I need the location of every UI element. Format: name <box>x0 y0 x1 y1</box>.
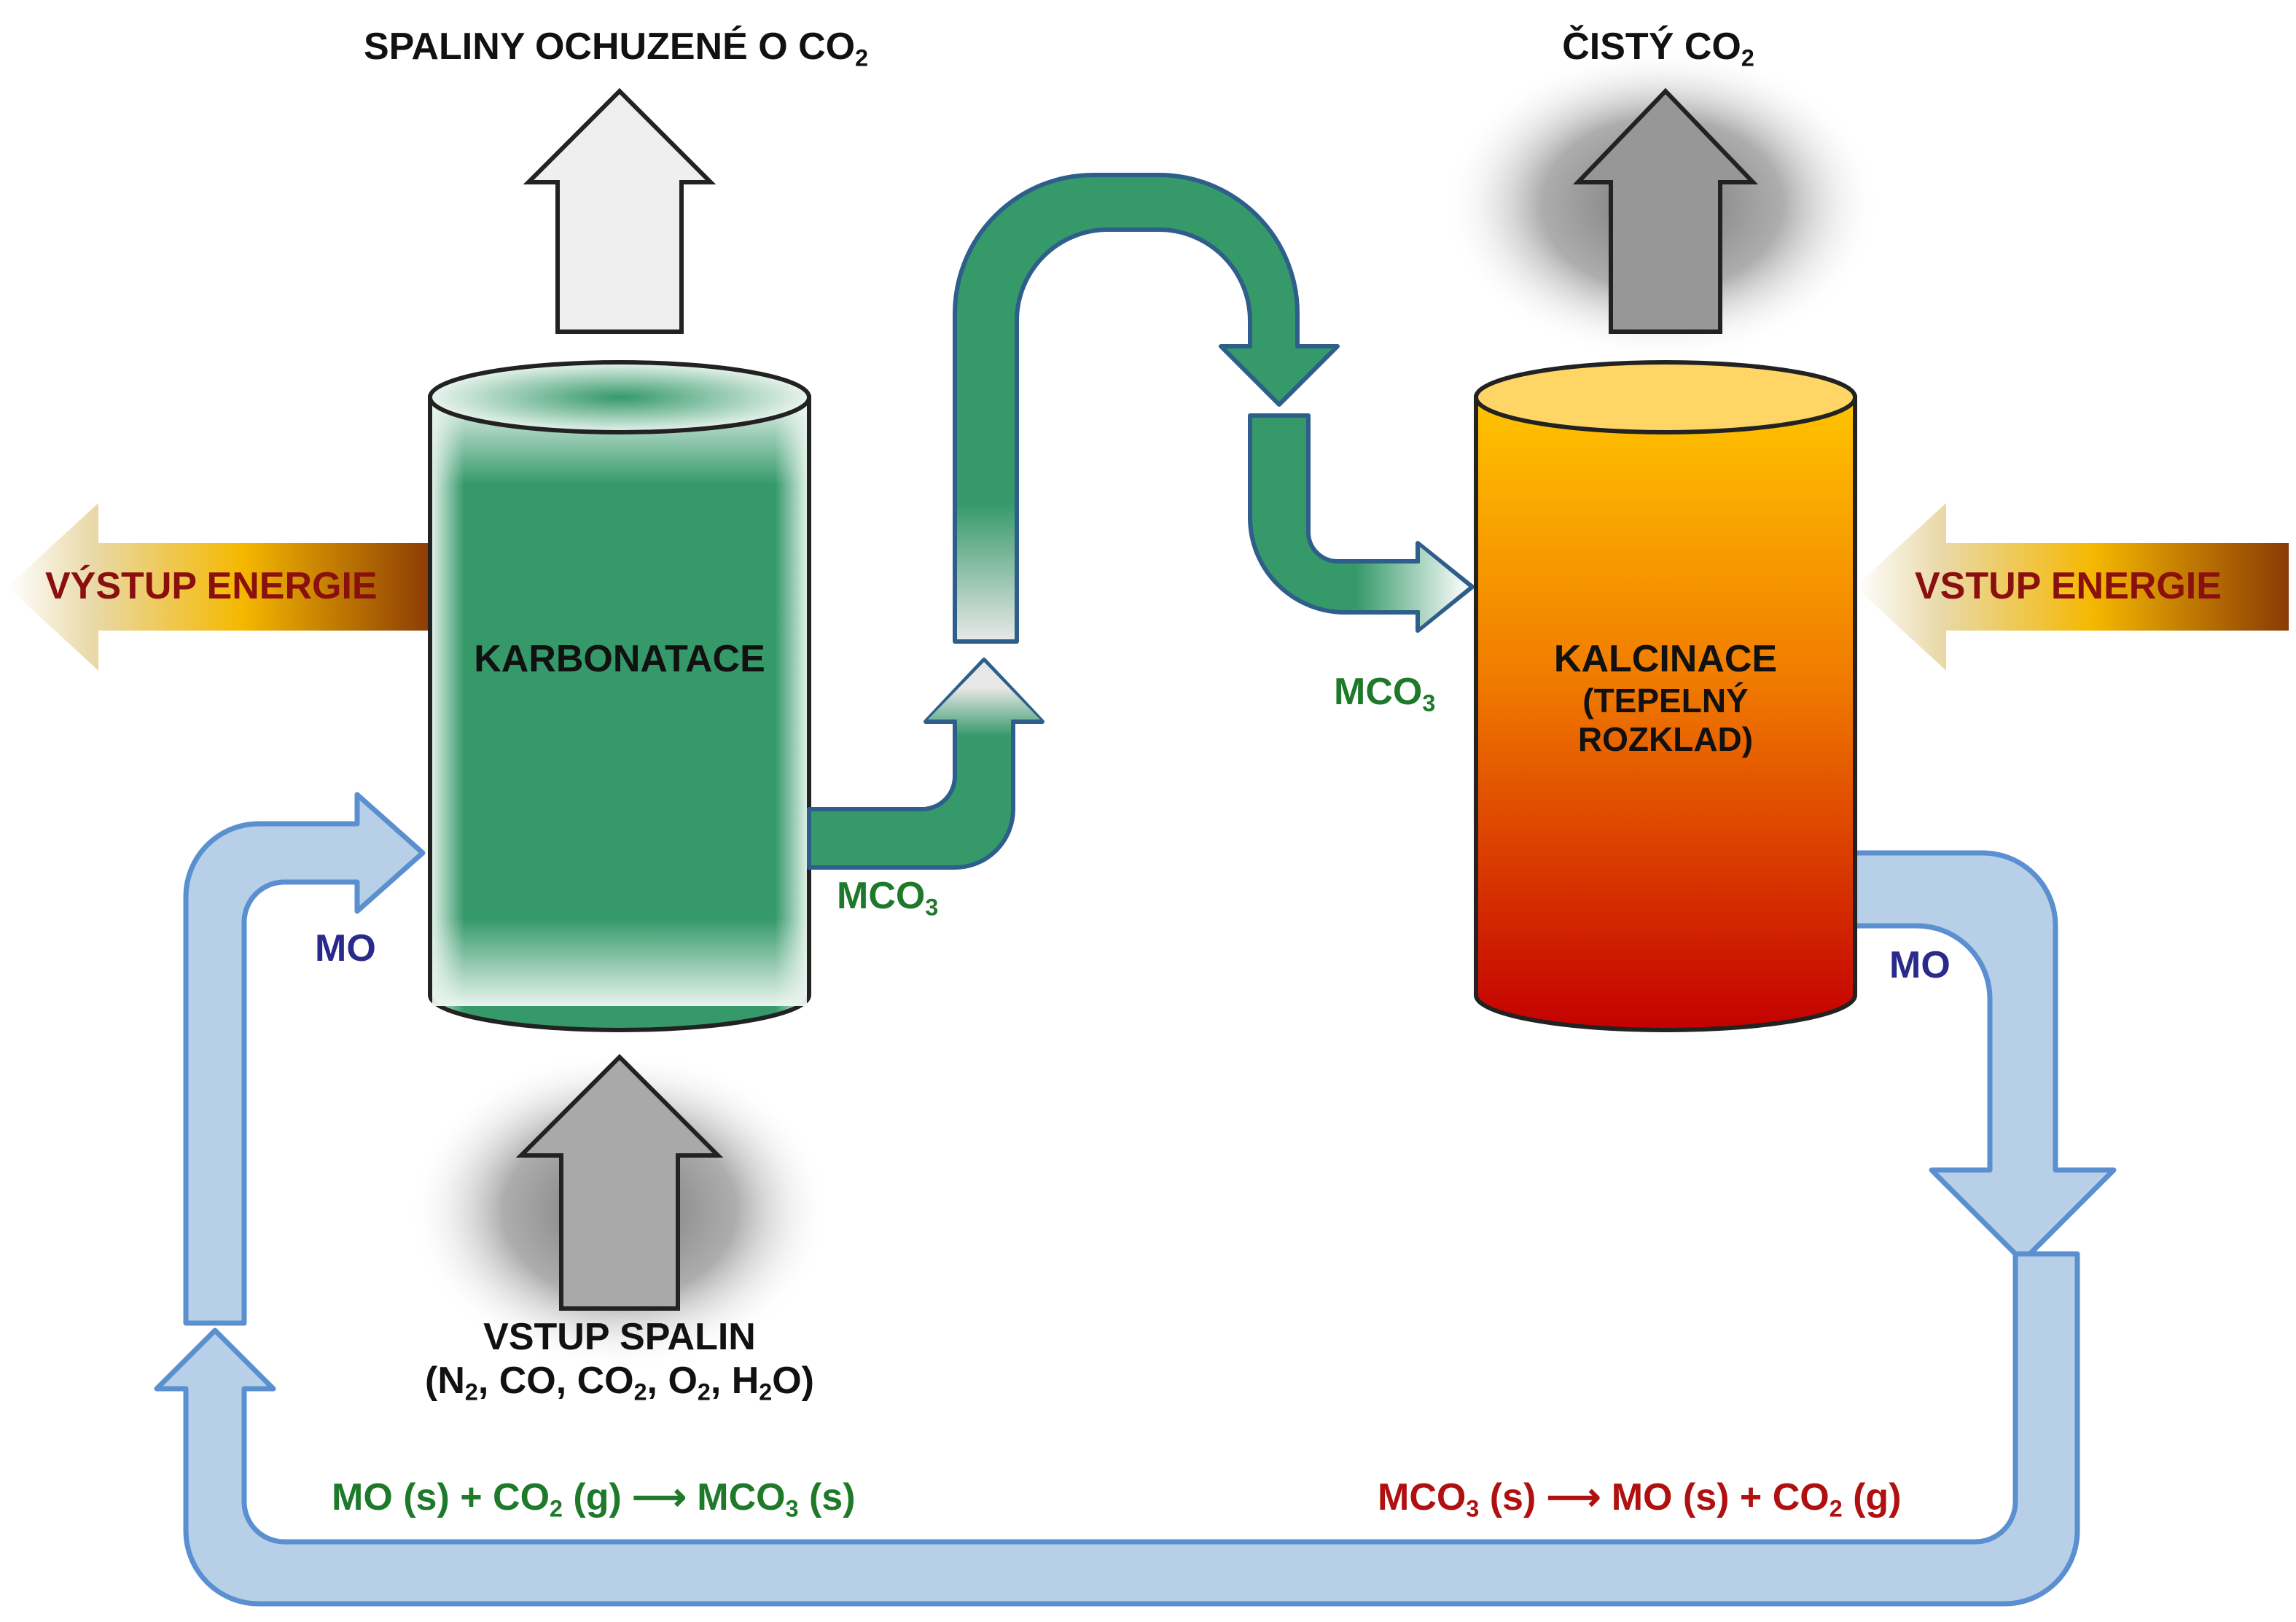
mco3-pipe-light-segment <box>957 503 1015 639</box>
depleted-flue-gas-arrow <box>523 87 716 334</box>
flue-gas-input-arrow <box>515 1053 724 1311</box>
calcination-body <box>1474 395 1857 1032</box>
energy-input-label: VSTUP ENERGIE <box>1915 565 2222 609</box>
energy-input-text: VSTUP ENERGIE <box>1915 565 2222 607</box>
mo-label-left: MO <box>315 927 376 971</box>
energy-output-text: VÝSTUP ENERGIE <box>45 565 378 607</box>
mco3-left-text: MCO <box>837 875 926 917</box>
depleted-flue-gas-subscript: 2 <box>855 44 869 71</box>
calcination-reactor <box>1474 360 1857 1032</box>
mco3-left-subscript: 3 <box>925 894 939 921</box>
mo-loop-left-riser <box>183 792 426 1326</box>
mco3-label-right: MCO3 <box>1334 671 1436 717</box>
mo-loop-bottom-pipe <box>1848 850 2117 1264</box>
calcination-subtitle-line1: (TEPELNÝ <box>1582 681 1749 720</box>
mo-right-text: MO <box>1889 944 1951 986</box>
carbonation-reaction-equation: MO (s) + CO2 (g) ⟶ MCO3 (s) <box>332 1476 856 1522</box>
pure-co2-output-arrow <box>1572 87 1759 334</box>
mco3-outlet-arrowhead-fade <box>928 662 1040 736</box>
calcination-title: KALCINACE <box>1553 638 1778 680</box>
depleted-flue-gas-label: SPALINY OCHUZENÉ O CO2 <box>363 26 869 71</box>
mco3-label-left: MCO3 <box>837 875 938 919</box>
carbonation-reactor-label: KARBONATACE <box>474 638 765 682</box>
pure-co2-label: ČISTÝ CO2 <box>1562 26 1754 71</box>
flue-gas-input-label: VSTUP SPALIN (N2, CO, CO2, O2, H2O) <box>425 1316 814 1405</box>
carbonation-bottom-fade <box>432 919 807 1006</box>
energy-input-arrow <box>1855 503 2289 671</box>
mo-label-right: MO <box>1889 944 1951 988</box>
calcination-reaction-equation: MCO3 (s) ⟶ MO (s) + CO2 (g) <box>1378 1476 1902 1522</box>
flue-gas-input-title: VSTUP SPALIN <box>483 1316 756 1358</box>
mo-loop-return-pipe <box>154 1251 2080 1607</box>
carbonation-top-cap <box>428 360 811 434</box>
carbonation-reactor <box>428 360 811 1032</box>
calcination-reactor-label: KALCINACE (TEPELNÝ ROZKLAD) <box>1554 638 1777 759</box>
pure-co2-subscript: 2 <box>1741 44 1754 71</box>
energy-output-arrow <box>7 503 434 671</box>
calcination-subtitle-line2: ROZKLAD) <box>1577 720 1754 758</box>
mco3-right-text: MCO <box>1334 671 1423 713</box>
carbonation-reactor-text: KARBONATACE <box>474 638 765 680</box>
mco3-right-subscript: 3 <box>1422 690 1436 717</box>
energy-output-label: VÝSTUP ENERGIE <box>45 565 378 609</box>
mo-return-loop <box>154 792 2117 1607</box>
flue-gas-composition: (N2, CO, CO2, O2, H2O) <box>425 1359 814 1405</box>
mco3-feed-arrowhead-fade <box>1356 547 1469 627</box>
depleted-flue-gas-text: SPALINY OCHUZENÉ O CO <box>363 26 856 68</box>
calcination-top-cap <box>1474 360 1857 434</box>
pure-co2-text: ČISTÝ CO <box>1562 26 1741 68</box>
mo-left-text: MO <box>315 927 376 970</box>
carbonation-body <box>428 395 811 1032</box>
